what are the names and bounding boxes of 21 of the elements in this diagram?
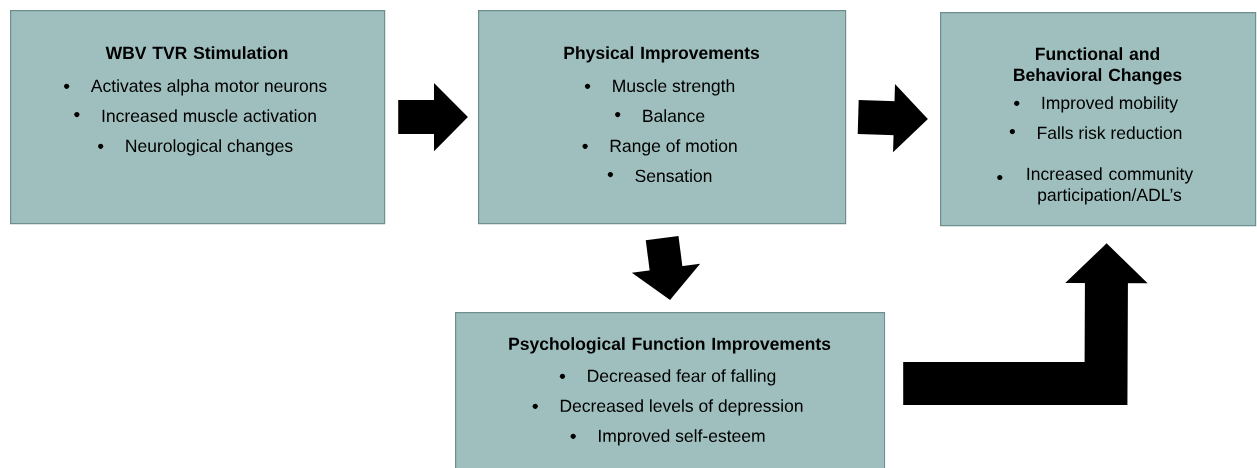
- bullet-item: Muscle strength: [613, 79, 735, 96]
- bullet-item: Falls risk reduction: [1038, 126, 1182, 140]
- bullet-item: Neurological changes: [126, 139, 293, 156]
- bullet-item: Range of motion: [610, 139, 737, 156]
- heading: Physical Improvements: [564, 46, 759, 63]
- bullet-item: Increased muscle activation: [102, 109, 316, 123]
- heading: Psychological Function Improvements: [509, 337, 831, 354]
- bullet-item: Improved self-esteem: [599, 429, 765, 446]
- bullet-item: Increased community participation/ADL’s: [1027, 167, 1194, 205]
- bullet-item: Activates alpha motor neurons: [90, 79, 327, 96]
- bullet-item: Decreased fear of falling: [588, 369, 776, 386]
- heading: WBV TVR Stimulation: [105, 46, 288, 60]
- bullet-item: Sensation: [635, 169, 712, 183]
- bullet-item: Improved mobility: [1042, 96, 1178, 113]
- process-box: [10, 10, 386, 225]
- process-box: [455, 312, 886, 468]
- heading: Functional and Behavioral Changes: [1014, 47, 1182, 85]
- process-box: [940, 12, 1257, 227]
- bullet-item: Balance: [643, 109, 705, 123]
- bullet-item: Decreased levels of depression: [560, 399, 803, 416]
- process-box: [478, 10, 847, 225]
